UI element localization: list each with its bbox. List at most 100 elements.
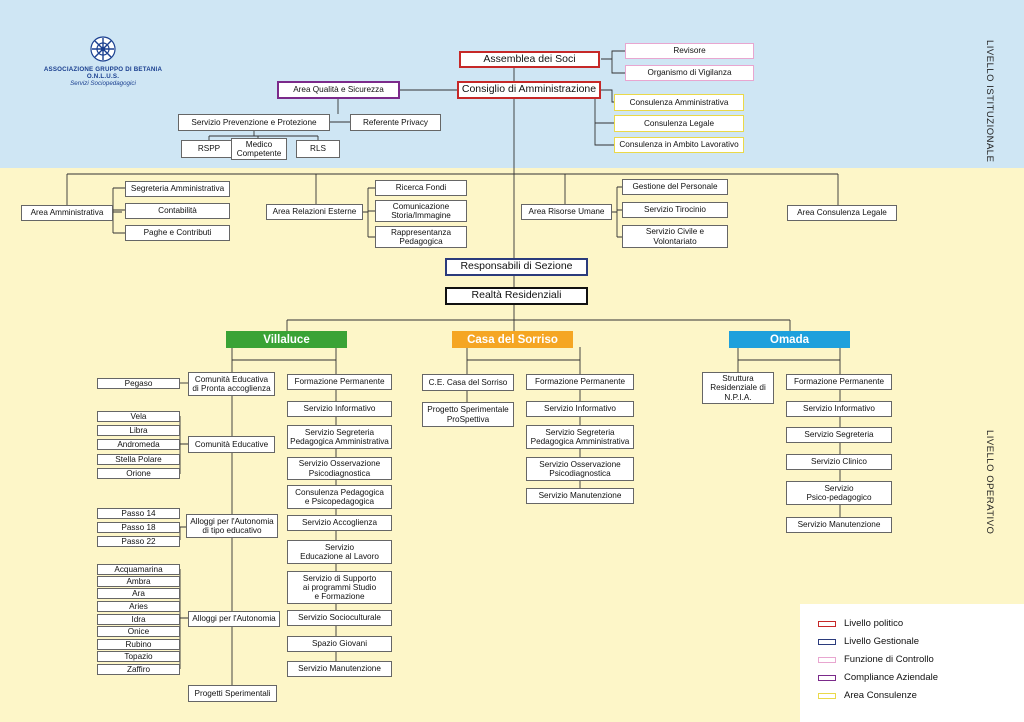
alloggi-item: Onice: [97, 626, 180, 637]
legend-item: Funzione di Controllo: [818, 654, 934, 665]
alloggi-item: Ambra: [97, 576, 180, 587]
omada-service: Formazione Permanente: [786, 374, 892, 390]
struttura-npia-box: Struttura Residenziale di N.P.I.A.: [702, 372, 774, 404]
area-qualita-box: Area Qualità e Sicurezza: [277, 81, 400, 99]
legend-swatch: [818, 620, 836, 627]
casa-del-sorriso-header: Casa del Sorriso: [452, 331, 573, 348]
consiglio-box: Consiglio di Amministrazione: [457, 81, 601, 99]
legend-item: Area Consulenze: [818, 690, 917, 701]
logo: ASSOCIAZIONE GRUPPO DI BETANIA O.N.L.U.S…: [28, 36, 178, 87]
logo-emblem-icon: [90, 36, 116, 62]
responsabili-box: Responsabili di Sezione: [445, 258, 588, 276]
villaluce-service: Servizio Osservazione Psicodiagnostica: [287, 457, 392, 480]
rspp-box: RSPP: [181, 140, 237, 158]
realta-box: Realtà Residenziali: [445, 287, 588, 305]
sorriso-service: Servizio Osservazione Psicodiagnostica: [526, 457, 634, 481]
legend: Livello politico Livello Gestionale Funz…: [800, 604, 1024, 722]
villaluce-service: Spazio Giovani: [287, 636, 392, 652]
paghe-box: Paghe e Contributi: [125, 225, 230, 241]
alloggi-item: Aries: [97, 601, 180, 612]
omada-service: Servizio Psico-pedagogico: [786, 481, 892, 505]
progetti-sperimentali-box: Progetti Sperimentali: [188, 685, 277, 702]
alloggi-item: Rubino: [97, 639, 180, 650]
legend-label: Area Consulenze: [844, 690, 917, 701]
legend-swatch: [818, 638, 836, 645]
comunita-pronta-box: Comunità Educativa di Pronta accoglienza: [188, 372, 275, 396]
comunita-item: Vela: [97, 411, 180, 422]
legend-label: Livello politico: [844, 618, 904, 629]
referente-privacy-box: Referente Privacy: [350, 114, 441, 131]
rls-box: RLS: [296, 140, 340, 158]
prevenzione-box: Servizio Prevenzione e Protezione: [178, 114, 330, 131]
ce-casa-del-sorriso-box: C.E. Casa del Sorriso: [422, 374, 514, 391]
legend-swatch: [818, 656, 836, 663]
area-consulenza-legale-box: Area Consulenza Legale: [787, 205, 897, 221]
omada-service: Servizio Clinico: [786, 454, 892, 470]
passo-item: Passo 22: [97, 536, 180, 547]
legend-label: Funzione di Controllo: [844, 654, 934, 665]
comunita-item: Andromeda: [97, 439, 180, 450]
gestione-personale-box: Gestione del Personale: [622, 179, 728, 195]
legend-item: Livello Gestionale: [818, 636, 919, 647]
alloggi-item: Zaffiro: [97, 664, 180, 675]
revisore-box: Revisore: [625, 43, 754, 59]
passo-item: Passo 14: [97, 508, 180, 519]
progetto-prospettiva-box: Progetto Sperimentale ProSpettiva: [422, 402, 514, 427]
villaluce-service: Formazione Permanente: [287, 374, 392, 390]
alloggi-item: Idra: [97, 614, 180, 625]
legend-label: Compliance Aziendale: [844, 672, 939, 683]
villaluce-service: Servizio Segreteria Pedagogica Amministr…: [287, 425, 392, 449]
alloggi-item: Acquamarina: [97, 564, 180, 575]
assemblea-box: Assemblea dei Soci: [459, 51, 600, 68]
consulenza-lavoro-box: Consulenza in Ambito Lavorativo: [614, 137, 744, 153]
legend-item: Livello politico: [818, 618, 903, 629]
villaluce-service: Servizio Socioculturale: [287, 610, 392, 626]
villaluce-service: Servizio Educazione al Lavoro: [287, 540, 392, 564]
org-name: ASSOCIAZIONE GRUPPO DI BETANIA O.N.L.U.S…: [43, 66, 163, 80]
institutional-label: LIVELLO ISTITUZIONALE: [984, 40, 995, 163]
rappresentanza-box: Rappresentanza Pedagogica: [375, 226, 467, 248]
ricerca-fondi-box: Ricerca Fondi: [375, 180, 467, 196]
omada-service: Servizio Manutenzione: [786, 517, 892, 533]
villaluce-header: Villaluce: [226, 331, 347, 348]
alloggi-box: Alloggi per l'Autonomia: [188, 611, 280, 627]
villaluce-service: Servizio Accoglienza: [287, 515, 392, 531]
segreteria-amministrativa-box: Segreteria Amministrativa: [125, 181, 230, 197]
villaluce-service: Servizio di Supporto ai programmi Studio…: [287, 571, 392, 604]
alloggi-item: Ara: [97, 588, 180, 599]
tirocinio-box: Servizio Tirocinio: [622, 202, 728, 218]
sorriso-service: Servizio Informativo: [526, 401, 634, 417]
medico-box: Medico Competente: [231, 138, 287, 160]
area-amministrativa-box: Area Amministrativa: [21, 205, 113, 221]
sorriso-service: Servizio Manutenzione: [526, 488, 634, 504]
pegaso-box: Pegaso: [97, 378, 180, 389]
villaluce-service: Servizio Manutenzione: [287, 661, 392, 677]
comunicazione-box: Comunicazione Storia/Immagine: [375, 200, 467, 222]
legend-label: Livello Gestionale: [844, 636, 919, 647]
omada-header: Omada: [729, 331, 850, 348]
sorriso-service: Formazione Permanente: [526, 374, 634, 390]
contabilita-box: Contabilità: [125, 203, 230, 219]
sorriso-service: Servizio Segreteria Pedagogica Amministr…: [526, 425, 634, 449]
area-risorse-umane-box: Area Risorse Umane: [521, 204, 612, 220]
operational-label: LIVELLO OPERATIVO: [984, 430, 995, 535]
omada-service: Servizio Informativo: [786, 401, 892, 417]
comunita-educative-box: Comunità Educative: [188, 436, 275, 453]
villaluce-service: Servizio Informativo: [287, 401, 392, 417]
alloggi-item: Topazio: [97, 651, 180, 662]
consulenza-amministrativa-box: Consulenza Amministrativa: [614, 94, 744, 111]
comunita-item: Stella Polare: [97, 454, 180, 465]
legend-swatch: [818, 692, 836, 699]
comunita-item: Orione: [97, 468, 180, 479]
consulenza-legale-box: Consulenza Legale: [614, 115, 744, 132]
servizio-civile-box: Servizio Civile e Volontariato: [622, 225, 728, 248]
alloggi-tipo-box: Alloggi per l'Autonomia di tipo educativ…: [186, 514, 278, 538]
omada-service: Servizio Segreteria: [786, 427, 892, 443]
legend-swatch: [818, 674, 836, 681]
passo-item: Passo 18: [97, 522, 180, 533]
vigilanza-box: Organismo di Vigilanza: [625, 65, 754, 81]
villaluce-service: Consulenza Pedagogica e Psicopedagogica: [287, 485, 392, 509]
org-subtitle: Servizi Sociopedagogici: [70, 80, 136, 87]
legend-item: Compliance Aziendale: [818, 672, 938, 683]
area-relazioni-box: Area Relazioni Esterne: [266, 204, 363, 220]
